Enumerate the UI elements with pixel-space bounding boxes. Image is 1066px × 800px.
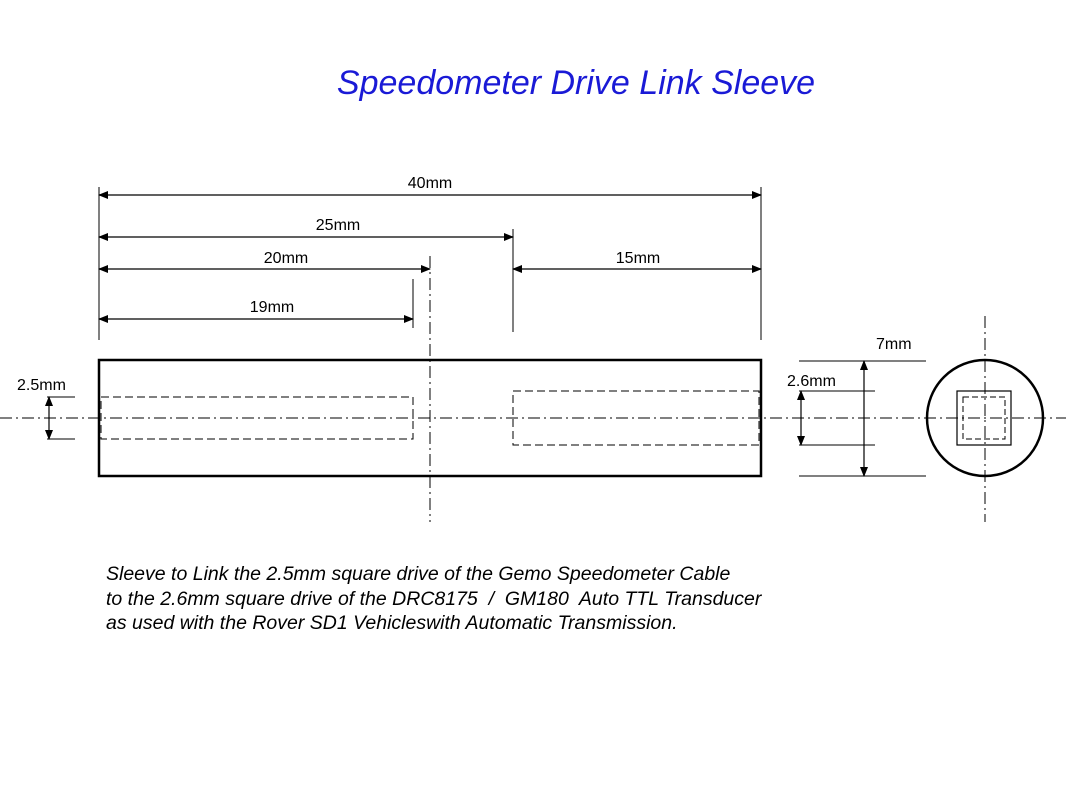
- dim-label-40mm: 40mm: [408, 175, 452, 192]
- center-lines: [0, 256, 1066, 522]
- hidden-bores: [100, 390, 760, 446]
- bore-2-5mm: [100, 396, 414, 440]
- dim-label-25mm: 25mm: [316, 217, 360, 234]
- dimension-lines: [45, 191, 868, 477]
- description-note: Sleeve to Link the 2.5mm square drive of…: [106, 562, 761, 636]
- dim-label-2-5mm: 2.5mm: [17, 377, 66, 394]
- end-view-square-2-6: [956, 390, 1012, 446]
- note-line-2: to the 2.6mm square drive of the DRC8175…: [106, 587, 762, 610]
- extension-lines: [47, 187, 926, 477]
- dim-label-20mm: 20mm: [264, 250, 308, 267]
- sleeve-body: [97, 358, 763, 478]
- dim-label-2-6mm: 2.6mm: [787, 373, 836, 390]
- dim-label-19mm: 19mm: [250, 299, 294, 316]
- note-line-1: Sleeve to Link the 2.5mm square drive of…: [106, 563, 731, 585]
- dim-label-15mm: 15mm: [616, 250, 660, 267]
- end-view-outer-circle: [925, 358, 1045, 478]
- drawing-title: Speedometer Drive Link Sleeve: [336, 64, 816, 102]
- end-view-square-2-5-hidden: [962, 396, 1006, 440]
- end-view: [925, 358, 1045, 478]
- bore-2-6mm: [512, 390, 760, 446]
- dim-label-7mm: 7mm: [876, 336, 912, 353]
- note-line-3: as used with the Rover SD1 Vehicleswith …: [106, 612, 678, 634]
